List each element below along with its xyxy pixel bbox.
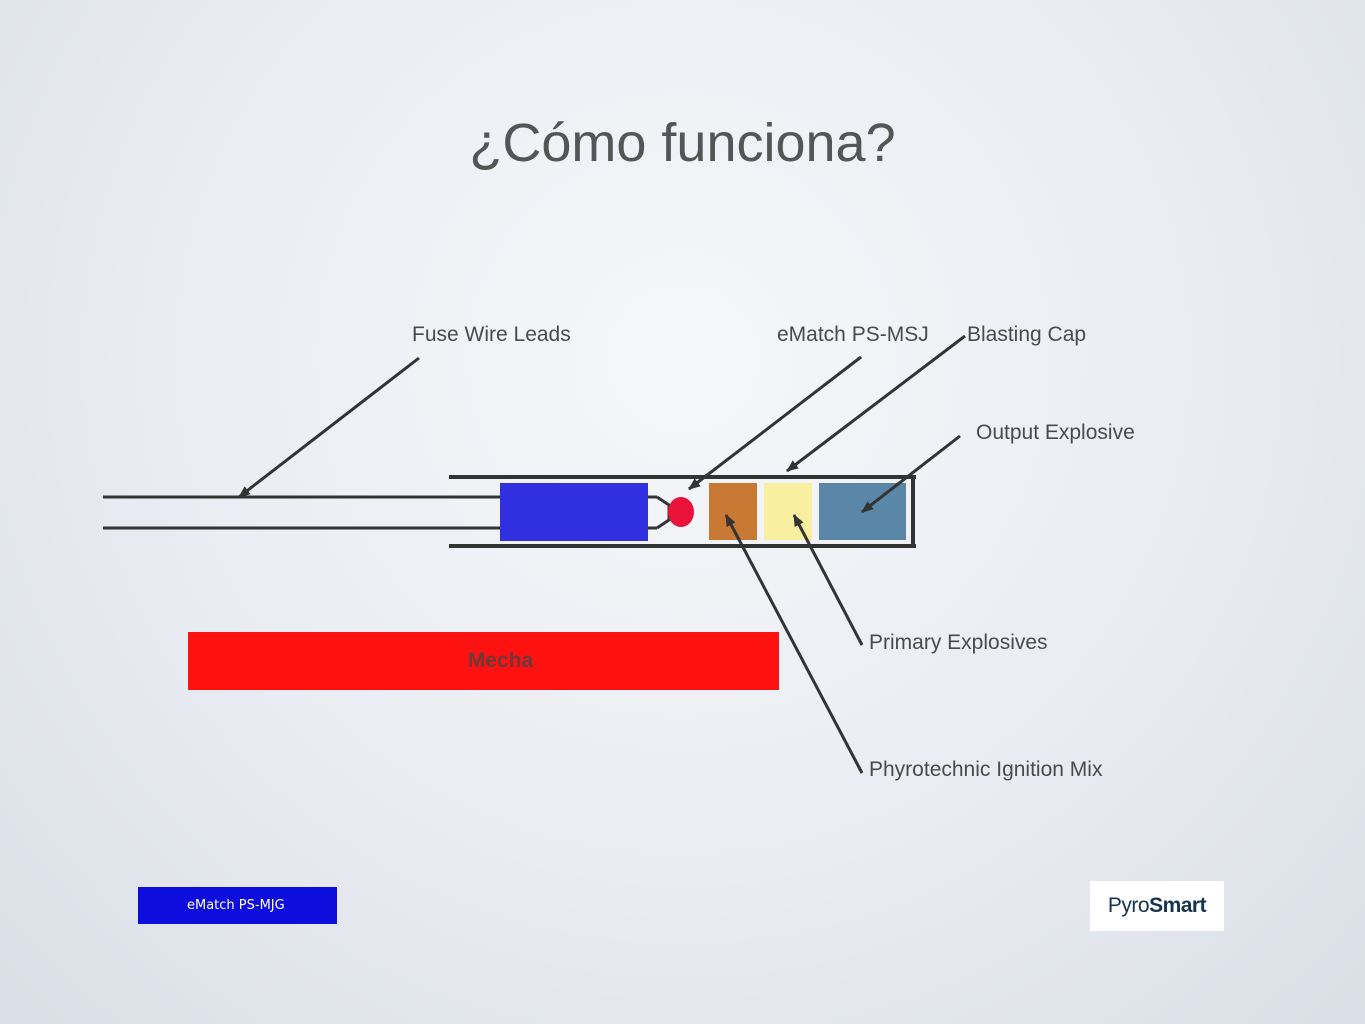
arrow-blasting-cap — [786, 334, 966, 473]
arrow-ematch — [688, 355, 862, 491]
label-blasting-cap: Blasting Cap — [967, 323, 1087, 346]
slide-title: ¿Cómo funciona? — [469, 113, 896, 173]
arrow-primary-explosives — [792, 514, 864, 646]
match-head — [668, 497, 694, 527]
label-ematch: eMatch PS-MSJ — [777, 323, 929, 346]
label-ignition-mix: Phyrotechnic Ignition Mix — [869, 758, 1103, 781]
plug — [500, 483, 648, 541]
label-output-explosive: Output Explosive — [976, 421, 1135, 444]
arrow-ignition-mix — [724, 514, 864, 774]
bridge-wire — [656, 495, 671, 530]
product-tag: eMatch PS-MJG — [138, 887, 337, 924]
mecha-fuse-bar — [188, 632, 779, 690]
mecha-label: Mecha — [467, 649, 534, 672]
arrow-output-explosive — [861, 434, 961, 514]
logo-text-pyro: Pyro — [1107, 894, 1150, 917]
primary-explosive-charge — [764, 483, 812, 540]
label-fuse-wire-leads: Fuse Wire Leads — [412, 323, 571, 346]
label-primary-explosives: Primary Explosives — [869, 631, 1048, 654]
logo-text-smart: Smart — [1149, 894, 1207, 917]
arrow-fuse-wire-leads — [238, 356, 420, 499]
pyrosmart-logo: PyroSmart — [1090, 881, 1224, 931]
